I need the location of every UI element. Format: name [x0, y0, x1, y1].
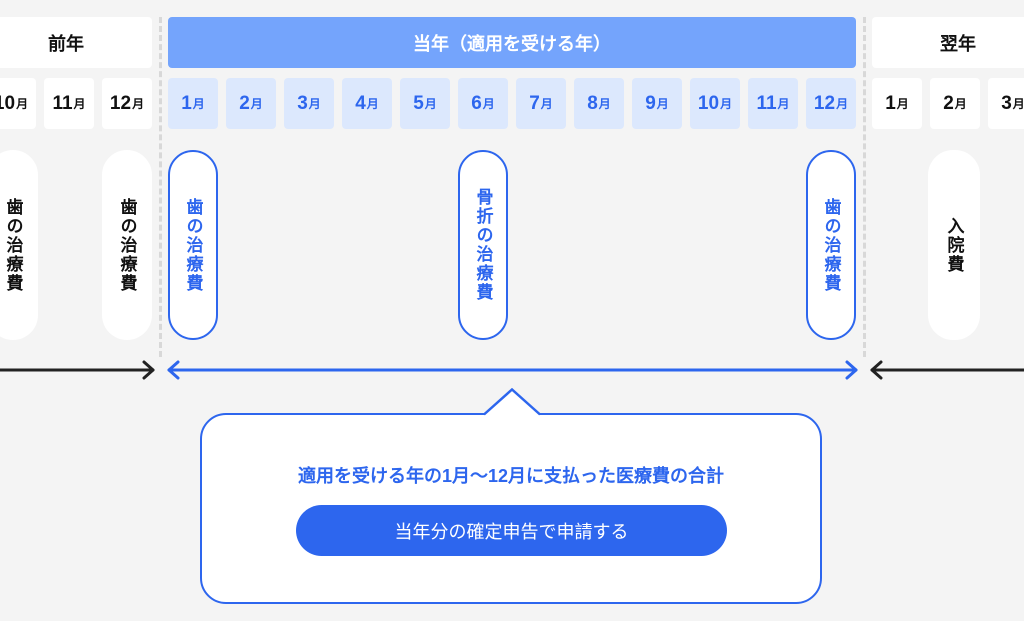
callout-text: 適用を受ける年の1月〜12月に支払った医療費の合計	[297, 466, 725, 486]
month-unit: 月	[132, 97, 145, 111]
month-number: 10	[697, 92, 720, 114]
month-number: 2	[943, 92, 954, 114]
month-unit: 月	[308, 97, 321, 111]
month-unit: 月	[836, 97, 849, 111]
next-year-header: 翌年	[872, 17, 1024, 68]
month-unit: 月	[598, 97, 611, 111]
prev-arrow	[0, 360, 155, 380]
expense-pill: 歯の治療費	[102, 150, 152, 340]
month-unit: 月	[1012, 97, 1024, 111]
month-unit: 月	[192, 97, 205, 111]
expense-pill-current: 骨折の治療費	[458, 150, 508, 340]
month-number: 3	[297, 92, 308, 114]
month-unit: 月	[540, 97, 553, 111]
month-unit: 月	[720, 97, 733, 111]
month-number: 3	[1001, 92, 1012, 114]
month-unit: 月	[896, 97, 909, 111]
month-number: 11	[52, 92, 73, 114]
callout-pointer	[484, 388, 541, 416]
month-number: 1	[181, 92, 192, 114]
month-cell: 10月	[0, 78, 36, 129]
next-year-label: 翌年	[940, 33, 976, 54]
expense-pill: 入院費	[928, 150, 980, 340]
current-year-range-arrow	[167, 360, 858, 380]
month-unit: 月	[656, 97, 669, 111]
next-arrow	[870, 360, 1024, 380]
month-number: 8	[587, 92, 598, 114]
month-number: 5	[413, 92, 424, 114]
month-number: 1	[885, 92, 896, 114]
file-tax-return-button[interactable]: 当年分の確定申告で申請する	[296, 505, 727, 556]
month-unit: 月	[250, 97, 263, 111]
month-number: 12	[813, 92, 836, 114]
month-unit: 月	[366, 97, 379, 111]
prev-year-label: 前年	[48, 33, 84, 54]
month-number: 11	[756, 92, 777, 114]
month-unit: 月	[73, 97, 86, 111]
timeline-arrows	[0, 360, 1024, 380]
month-unit: 月	[482, 97, 495, 111]
expense-pill-current: 歯の治療費	[806, 150, 856, 340]
month-number: 4	[355, 92, 366, 114]
year-divider	[863, 17, 866, 357]
month-number: 6	[471, 92, 482, 114]
month-unit: 月	[16, 97, 29, 111]
month-unit: 月	[954, 97, 967, 111]
month-unit: 月	[424, 97, 437, 111]
expense-pill: 歯の治療費	[0, 150, 38, 340]
month-number: 2	[239, 92, 250, 114]
prev-year-header: 前年	[0, 17, 152, 68]
month-number: 10	[0, 92, 16, 114]
current-year-header: 当年（適用を受ける年）	[168, 17, 856, 68]
expense-pill-current: 歯の治療費	[168, 150, 218, 340]
month-number: 7	[529, 92, 540, 114]
month-number: 9	[645, 92, 656, 114]
month-number: 12	[109, 92, 132, 114]
year-divider	[159, 17, 162, 357]
current-year-label: 当年（適用を受ける年）	[413, 33, 611, 54]
month-unit: 月	[777, 97, 790, 111]
